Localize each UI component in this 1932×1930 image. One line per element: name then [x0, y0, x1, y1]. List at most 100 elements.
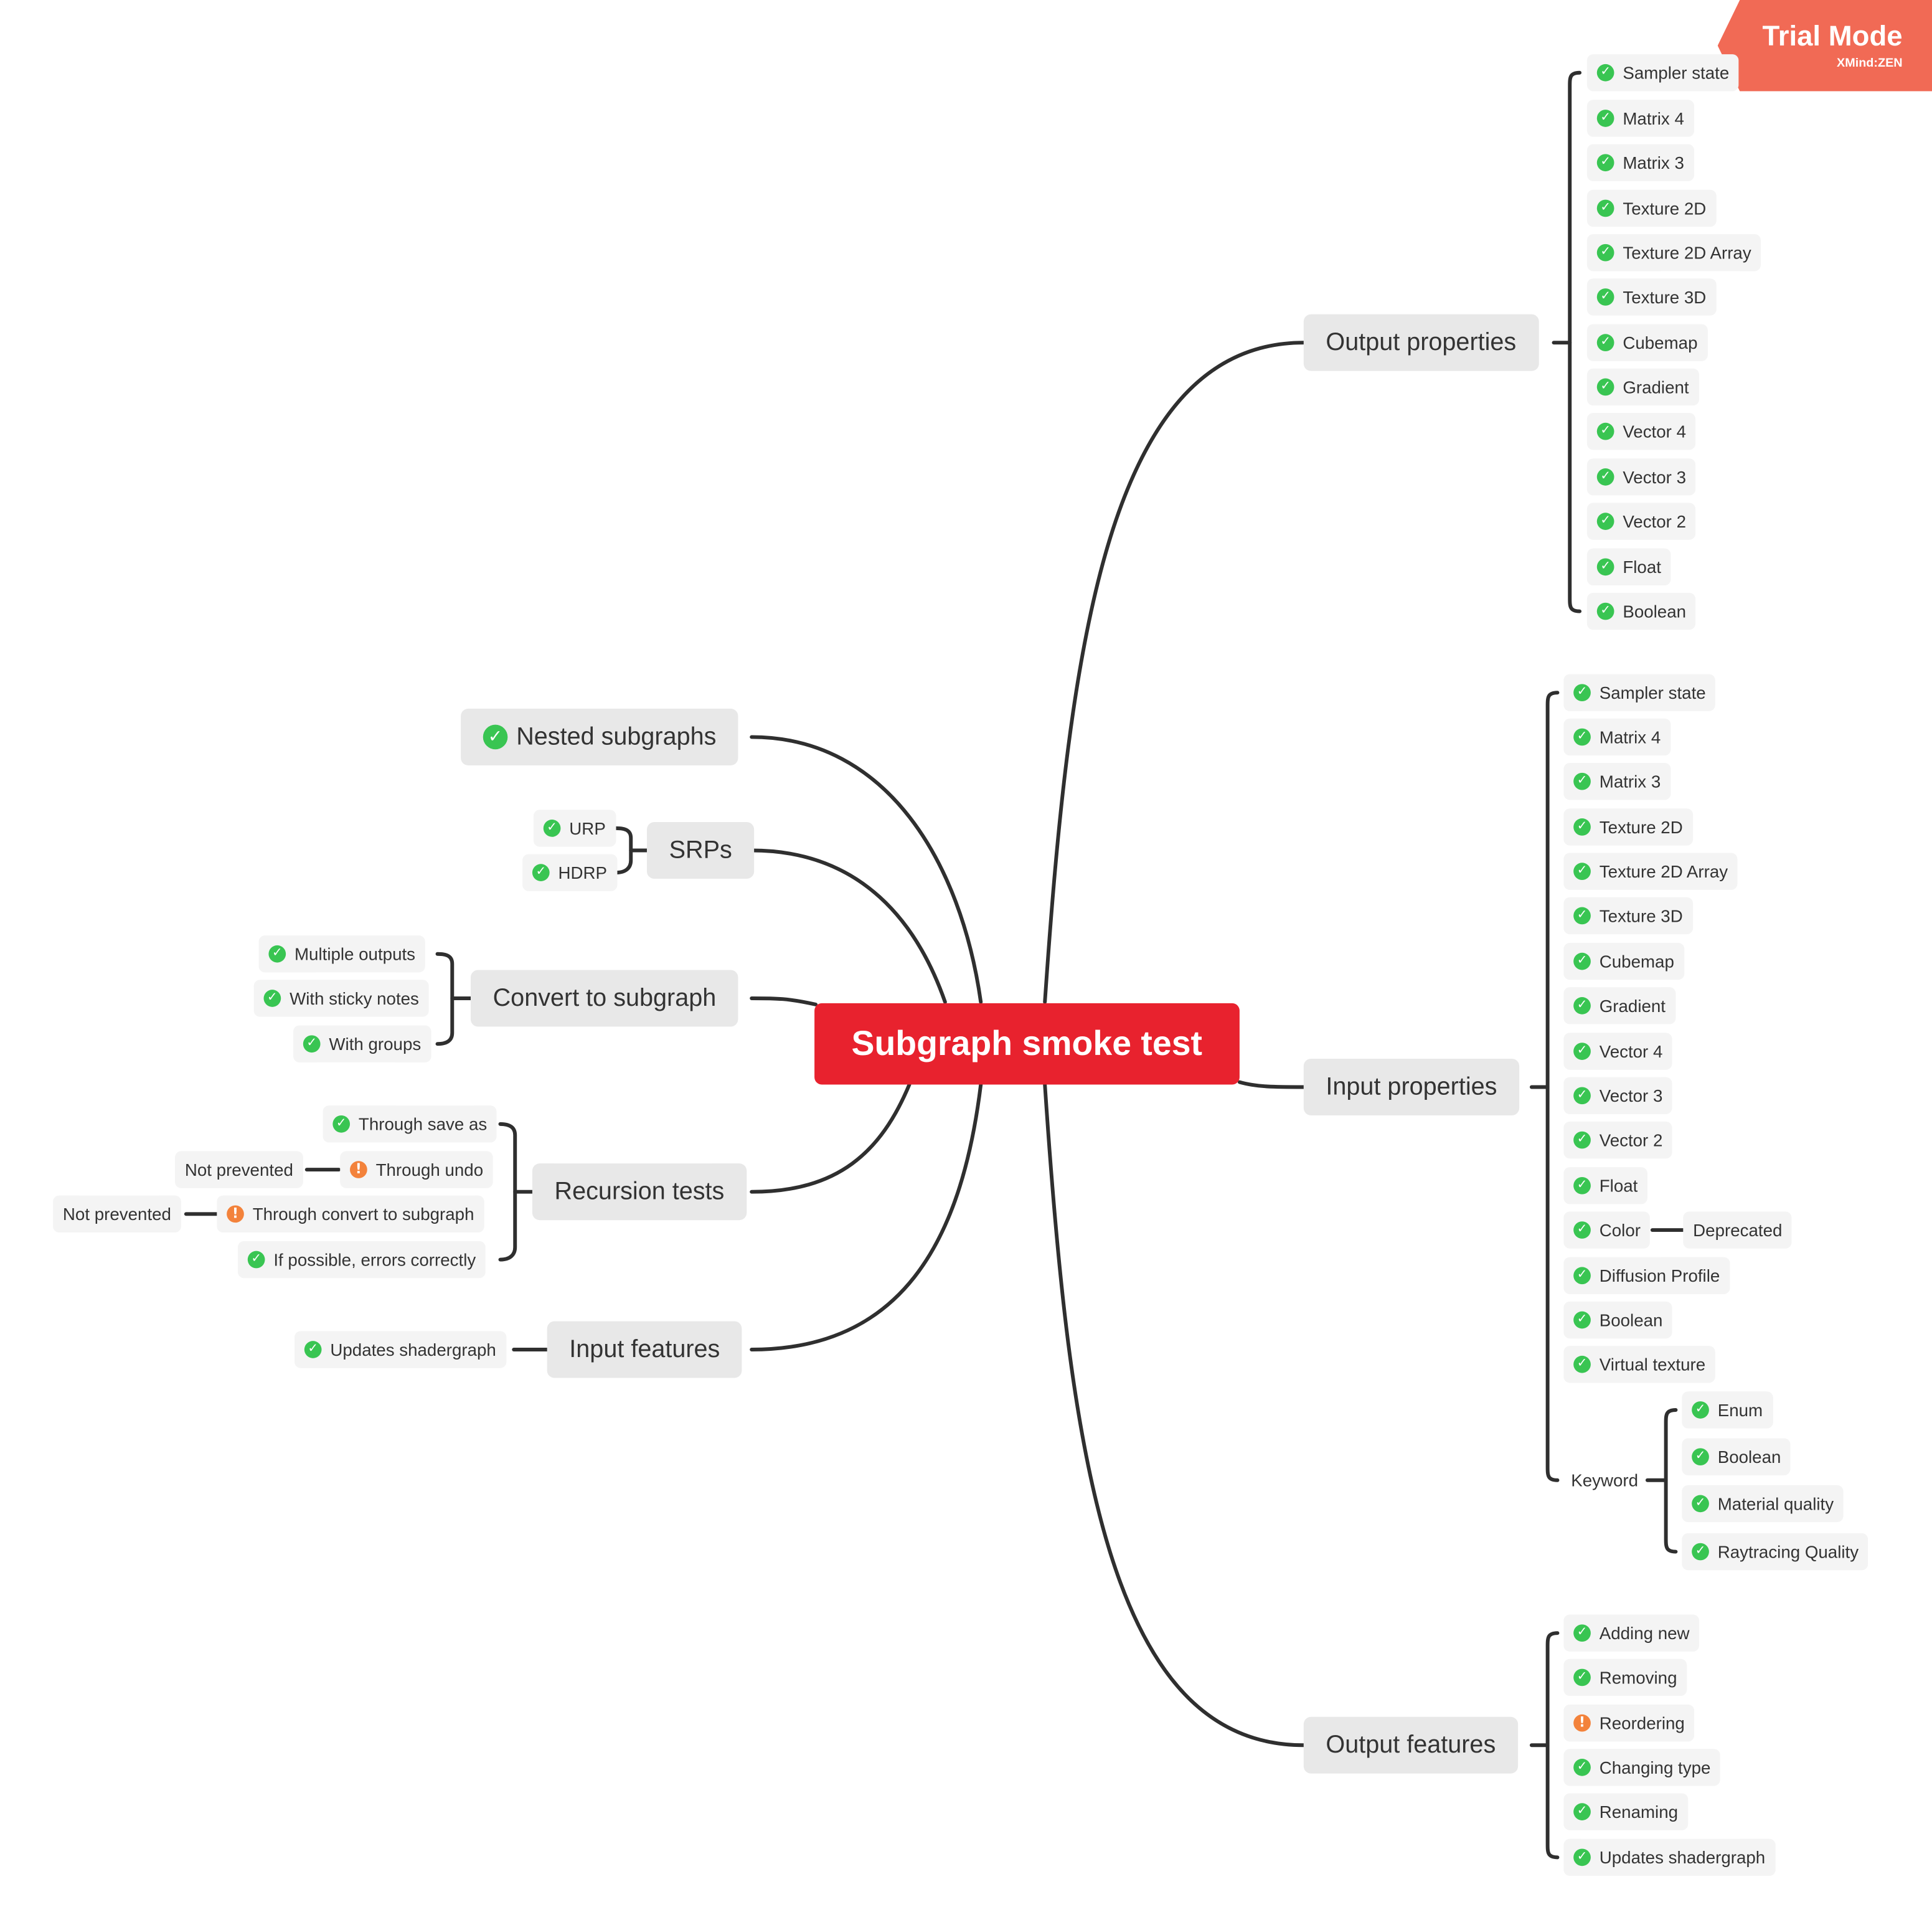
input-properties-item[interactable]: ✓Boolean: [1563, 1301, 1673, 1339]
output-properties-item[interactable]: ✓Sampler state: [1586, 54, 1740, 92]
item-label: Renaming: [1599, 1802, 1679, 1822]
item-label: Vector 4: [1623, 421, 1687, 442]
srps-item[interactable]: ✓HDRP: [522, 854, 617, 891]
branch-label: Input properties: [1326, 1072, 1497, 1100]
item-label: Cubemap: [1599, 951, 1674, 972]
branch-nested-subgraphs[interactable]: ✓ Nested subgraphs: [461, 708, 739, 765]
item-label: Texture 2D Array: [1623, 242, 1751, 263]
branch-srps[interactable]: SRPs: [646, 821, 755, 879]
input-properties-item[interactable]: ✓Virtual texture: [1563, 1346, 1716, 1383]
item-label: Enum: [1717, 1400, 1763, 1420]
check-icon: ✓: [1573, 907, 1591, 925]
item-label: Vector 4: [1599, 1041, 1663, 1061]
input-properties-item[interactable]: ✓Vector 4: [1563, 1033, 1673, 1070]
output-features-item[interactable]: ✓Removing: [1563, 1658, 1687, 1696]
recursion-item[interactable]: !Through undo: [340, 1151, 493, 1188]
output-properties-item[interactable]: ✓ Vector 4: [1586, 412, 1696, 450]
output-properties-item[interactable]: ✓Matrix 3: [1586, 144, 1694, 181]
recursion-item[interactable]: ✓If possible, errors correctly: [237, 1241, 486, 1279]
item-label: Texture 3D: [1623, 287, 1707, 307]
item-label: Adding new: [1599, 1623, 1690, 1644]
input-properties-item[interactable]: ✓Diffusion Profile: [1563, 1257, 1730, 1294]
check-icon: ✓: [1596, 422, 1614, 440]
output-properties-item[interactable]: ✓Vector 2: [1586, 503, 1696, 540]
item-label: Matrix 4: [1599, 727, 1661, 747]
trial-mode-banner[interactable]: Trial Mode XMind:ZEN: [1717, 0, 1932, 92]
branch-convert-to-subgraph[interactable]: Convert to subgraph: [470, 970, 738, 1027]
check-icon: ✓: [1573, 772, 1591, 790]
branch-output-properties[interactable]: Output properties: [1303, 314, 1539, 371]
output-features-item[interactable]: ✓Changing type: [1563, 1749, 1721, 1786]
output-properties-item[interactable]: ✓Texture 2D: [1586, 189, 1717, 227]
output-features-item[interactable]: ✓Renaming: [1563, 1793, 1688, 1830]
item-label: Vector 2: [1623, 511, 1687, 531]
check-icon: ✓: [1573, 997, 1591, 1015]
keyword-topic[interactable]: Keyword: [1561, 1462, 1647, 1498]
input-properties-item[interactable]: ✓Vector 3: [1563, 1077, 1673, 1115]
root-topic[interactable]: Subgraph smoke test: [814, 1003, 1240, 1085]
item-label: Texture 2D: [1599, 817, 1683, 837]
input-properties-item[interactable]: ✓Sampler state: [1563, 674, 1716, 711]
branch-output-features[interactable]: Output features: [1303, 1716, 1518, 1774]
item-label: Keyword: [1571, 1470, 1639, 1490]
convert-item[interactable]: ✓ With groups: [293, 1025, 431, 1062]
item-label: With groups: [329, 1034, 422, 1054]
keyword-item[interactable]: ✓Material quality: [1682, 1485, 1844, 1523]
input-properties-item[interactable]: ✓Texture 2D: [1563, 808, 1693, 846]
output-properties-item[interactable]: ✓Boolean: [1586, 592, 1696, 630]
output-features-item[interactable]: ✓Updates shadergraph: [1563, 1838, 1776, 1876]
check-icon: ✓: [303, 1035, 321, 1053]
input-properties-item[interactable]: ✓Gradient: [1563, 987, 1675, 1024]
item-label: Changing type: [1599, 1757, 1711, 1777]
recursion-item[interactable]: ✓Through save as: [323, 1105, 497, 1143]
check-icon: ✓: [532, 864, 550, 881]
input-properties-item[interactable]: ✓Vector 2: [1563, 1121, 1673, 1159]
input-properties-item[interactable]: ✓Texture 2D Array: [1563, 853, 1738, 890]
output-features-item[interactable]: ✓Adding new: [1563, 1614, 1700, 1652]
output-properties-item[interactable]: ✓Cubemap: [1586, 324, 1708, 361]
warning-icon: !: [350, 1161, 367, 1178]
convert-item[interactable]: ✓With sticky notes: [253, 980, 429, 1017]
item-label: Boolean: [1623, 601, 1687, 622]
root-topic-label: Subgraph smoke test: [851, 1024, 1202, 1062]
convert-item[interactable]: ✓Multiple outputs: [258, 935, 425, 973]
input-properties-item[interactable]: ✓Matrix 3: [1563, 763, 1671, 800]
branch-input-properties[interactable]: Input properties: [1303, 1058, 1520, 1115]
output-properties-item[interactable]: ✓Vector 3: [1586, 458, 1696, 496]
input-properties-item[interactable]: ✓Color: [1563, 1211, 1651, 1249]
item-label: Material quality: [1717, 1493, 1834, 1514]
input-properties-item[interactable]: ✓ Texture 3D: [1563, 897, 1693, 935]
output-properties-item[interactable]: ✓Texture 3D: [1586, 278, 1717, 316]
output-features-item[interactable]: !Reordering: [1563, 1704, 1695, 1742]
branch-label: Output properties: [1326, 328, 1517, 356]
recursion-item[interactable]: !Through convert to subgraph: [217, 1195, 484, 1232]
deprecated-note[interactable]: Deprecated: [1683, 1211, 1793, 1249]
output-properties-item[interactable]: ✓Gradient: [1586, 368, 1699, 406]
input-properties-item[interactable]: ✓Cubemap: [1563, 942, 1684, 980]
input-properties-item[interactable]: ✓ Matrix 4: [1563, 718, 1671, 756]
output-properties-item[interactable]: ✓Float: [1586, 548, 1671, 586]
note-label: Not prevented: [62, 1204, 171, 1224]
item-label: Texture 2D: [1623, 198, 1707, 219]
branch-label: Output features: [1326, 1731, 1496, 1759]
item-label: Texture 3D: [1599, 906, 1683, 926]
branch-recursion-tests[interactable]: Recursion tests: [532, 1163, 747, 1221]
not-prevented-note[interactable]: Not prevented: [53, 1195, 181, 1232]
srps-item[interactable]: ✓URP: [533, 810, 616, 847]
input-features-item[interactable]: ✓Updates shadergraph: [294, 1331, 506, 1368]
item-label: Texture 2D Array: [1599, 861, 1728, 881]
check-icon: ✓: [1596, 64, 1614, 82]
output-properties-item[interactable]: ✓Matrix 4: [1586, 100, 1694, 137]
not-prevented-note[interactable]: Not prevented: [175, 1151, 303, 1188]
output-properties-item[interactable]: ✓Texture 2D Array: [1586, 234, 1761, 272]
check-icon: ✓: [1573, 728, 1591, 746]
keyword-item[interactable]: ✓Boolean: [1682, 1438, 1791, 1475]
input-properties-item[interactable]: ✓Float: [1563, 1167, 1648, 1204]
branch-input-features[interactable]: Input features: [547, 1321, 742, 1378]
keyword-item[interactable]: ✓Enum: [1682, 1391, 1773, 1429]
check-icon: ✓: [1573, 1131, 1591, 1149]
check-icon: ✓: [483, 724, 508, 750]
keyword-item[interactable]: ✓Raytracing Quality: [1682, 1533, 1868, 1571]
